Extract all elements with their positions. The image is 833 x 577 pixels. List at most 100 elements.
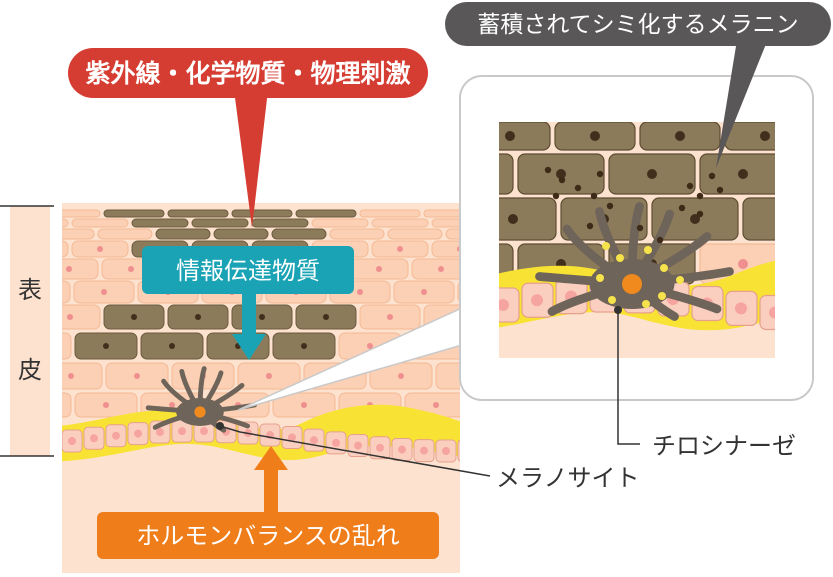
epidermis-cell bbox=[411, 258, 460, 280]
basal-cell-nucleus bbox=[112, 431, 120, 440]
tyrosinase-granule bbox=[676, 276, 684, 284]
melanocyte-leader-dot bbox=[216, 422, 224, 430]
basal-cell-nucleus bbox=[134, 429, 142, 438]
cell-nucleus bbox=[376, 266, 382, 272]
epidermis-cell bbox=[251, 218, 309, 228]
melanin-granule bbox=[708, 172, 716, 180]
cell-nucleus bbox=[357, 289, 363, 295]
basal-cell-nucleus bbox=[200, 427, 208, 436]
basal-cell-nucleus bbox=[288, 433, 296, 442]
epidermis-cell bbox=[387, 228, 443, 240]
info-substance-callout: 情報伝達物質 bbox=[142, 246, 354, 294]
tyrosinase-leader-dot bbox=[614, 306, 622, 314]
tyrosinase-granule bbox=[596, 274, 604, 282]
basal-cell-nucleus bbox=[376, 443, 384, 452]
epidermis-cell bbox=[445, 228, 460, 240]
inset-cell-nucleus bbox=[556, 169, 566, 179]
epidermis-cell bbox=[431, 218, 460, 228]
cell-nucleus bbox=[398, 373, 404, 379]
basal-cell-nucleus bbox=[68, 437, 76, 445]
uv-stimulus-label: 紫外線・化学物質・物理刺激 bbox=[85, 59, 410, 88]
melanin-granules bbox=[544, 166, 724, 308]
basal-cell bbox=[457, 439, 460, 462]
cell-nucleus bbox=[259, 314, 265, 320]
melanin-granule bbox=[574, 184, 582, 192]
uv-stimulus-callout: 紫外線・化学物質・物理刺激 bbox=[68, 48, 428, 228]
cell-nucleus bbox=[66, 266, 72, 272]
cell-nucleus bbox=[101, 289, 107, 295]
hormone-arrow-shaft bbox=[264, 468, 278, 514]
cell-nucleus bbox=[68, 373, 74, 379]
melanin-granule bbox=[590, 192, 598, 200]
epidermis-cell bbox=[62, 258, 99, 280]
melanin-granule bbox=[656, 236, 664, 244]
inset-basal-nucleus bbox=[531, 294, 543, 307]
basal-cell-nucleus bbox=[442, 446, 450, 455]
epidermis-cell bbox=[62, 228, 95, 240]
epidermis-cell-layer bbox=[62, 209, 460, 418]
basal-cell-nucleus bbox=[464, 447, 472, 455]
cell-nucleus bbox=[397, 246, 403, 252]
epidermis-cell bbox=[155, 228, 211, 240]
tyrosinase-granule bbox=[608, 296, 616, 304]
inset-basal-cell bbox=[759, 294, 775, 331]
epidermis-cell bbox=[62, 209, 101, 218]
hormone-imbalance-label: ホルモンバランスの乱れ bbox=[136, 522, 400, 550]
melanin-granule bbox=[544, 166, 552, 174]
melanin-granule bbox=[716, 186, 724, 194]
epidermis-cell bbox=[62, 392, 72, 418]
epidermis-cell bbox=[423, 209, 460, 218]
inset-basal-nucleus bbox=[769, 306, 775, 319]
inset-melanocyte-nucleus bbox=[622, 274, 642, 294]
melanin-granule bbox=[586, 222, 594, 230]
melanin-accumulation-callout: 蓄積されてシミ化するメラニン bbox=[445, 2, 831, 168]
tyrosinase-granule bbox=[642, 300, 650, 308]
cell-nucleus bbox=[301, 343, 307, 349]
melanin-granule bbox=[636, 224, 644, 232]
info-arrow-head bbox=[232, 334, 266, 360]
melanocyte-leader-line bbox=[219, 425, 491, 477]
cell-nucleus bbox=[131, 314, 137, 320]
basal-cell-nucleus bbox=[310, 436, 318, 445]
epidermis-bracket: 表 皮 bbox=[0, 205, 54, 457]
cell-nucleus bbox=[169, 402, 175, 408]
inset-cell bbox=[499, 122, 551, 151]
cell-nucleus bbox=[128, 266, 134, 272]
melanin-granule bbox=[606, 202, 614, 210]
epidermis-cell bbox=[329, 228, 385, 240]
hormone-arrow-head bbox=[254, 446, 288, 470]
cell-nucleus bbox=[134, 373, 140, 379]
epidermis-cell bbox=[62, 218, 69, 228]
cell-nucleus bbox=[169, 343, 175, 349]
cell-nucleus bbox=[421, 289, 427, 295]
basal-cell-nucleus bbox=[90, 434, 98, 443]
cell-nucleus bbox=[195, 314, 201, 320]
epidermis-cell bbox=[231, 209, 293, 218]
basal-cell-nucleus bbox=[398, 445, 406, 454]
cell-nucleus bbox=[433, 402, 439, 408]
inset-cell-nucleus bbox=[508, 214, 518, 224]
tyrosinase-granule bbox=[658, 292, 666, 300]
basal-cell-nucleus bbox=[178, 427, 186, 436]
inset-cell-nucleus bbox=[690, 214, 700, 224]
melanin-granule bbox=[678, 204, 686, 212]
tyrosinase-leader-line bbox=[617, 310, 640, 445]
melanocyte-nucleus bbox=[194, 406, 206, 418]
inset-basal-nucleus bbox=[499, 299, 509, 311]
inset-cell-nucleus bbox=[590, 131, 600, 141]
epidermis-cell bbox=[271, 228, 327, 240]
melanin-granule bbox=[558, 176, 566, 184]
info-arrow-shaft bbox=[242, 294, 256, 336]
epidermis-cell bbox=[71, 218, 129, 228]
basal-cell-nucleus bbox=[332, 438, 340, 447]
epidermis-cell bbox=[103, 209, 165, 218]
cell-nucleus bbox=[67, 314, 73, 320]
tyrosinase-granule bbox=[602, 242, 610, 250]
melanocyte-main bbox=[145, 366, 258, 433]
epidermis-cell bbox=[311, 218, 369, 228]
inset-basal-nucleus bbox=[735, 302, 747, 315]
epidermis-cell bbox=[431, 240, 460, 258]
inset-cell bbox=[742, 197, 775, 241]
epidermis-cell bbox=[167, 209, 229, 218]
